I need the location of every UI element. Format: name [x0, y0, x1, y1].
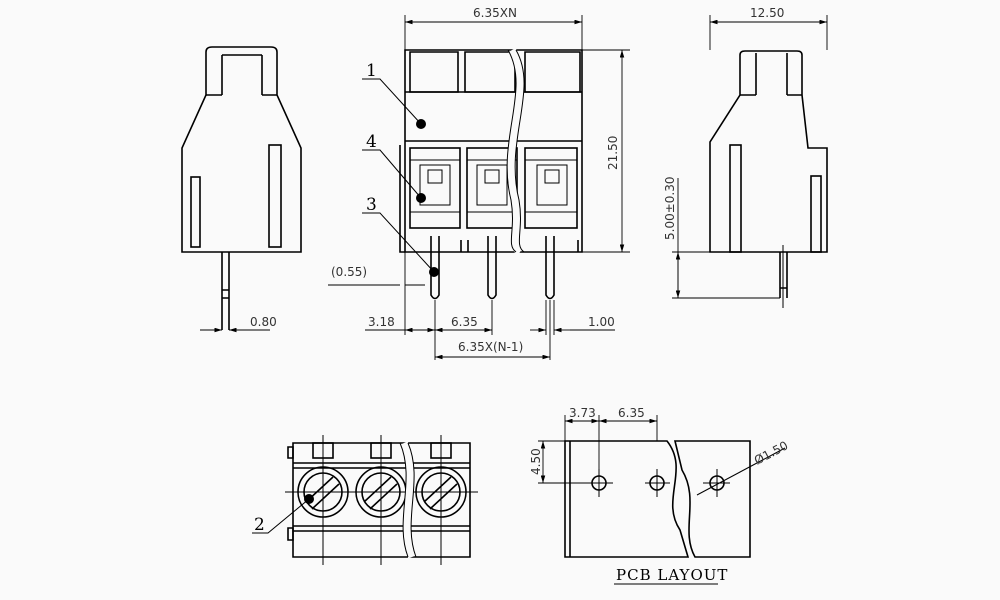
front-view: 1 4 3 6.35XN 21.50 (0.55) 3.18 6.35 1.00… [328, 6, 630, 360]
dim-depth: 12.50 [750, 6, 784, 20]
pcb-layout-title: PCB LAYOUT [616, 566, 728, 584]
dim-pcb-pitch: 6.35 [618, 406, 645, 420]
dim-pin-span: 6.35X(N-1) [458, 340, 523, 354]
dim-edge-to-pin: 3.18 [368, 315, 395, 329]
dim-width-total: 6.35XN [473, 6, 517, 20]
callout-3: 3 [366, 195, 377, 215]
dim-side-pin-width: 0.80 [250, 315, 277, 329]
terminal-windows [409, 147, 578, 229]
dim-pcb-row: 4.50 [529, 448, 543, 475]
dim-pcb-edge: 3.73 [569, 406, 596, 420]
pcb-layout-view: Ø1.50 3.73 6.35 4.50 PCB LAYOUT [529, 406, 791, 585]
callout-4: 4 [366, 132, 377, 152]
callout-2: 2 [254, 515, 265, 535]
dim-pin-length: 5.00±0.30 [663, 177, 677, 241]
dim-height: 21.50 [606, 136, 620, 170]
left-side-view: 0.80 [181, 46, 302, 333]
callout-1: 1 [366, 61, 377, 81]
right-side-view: 12.50 5.00±0.30 [663, 6, 828, 308]
dim-pin-width: 1.00 [588, 315, 615, 329]
top-view: 2 [252, 435, 478, 565]
dim-pin-offset: (0.55) [331, 265, 367, 279]
dim-hole-diameter: Ø1.50 [752, 438, 791, 467]
dim-pitch: 6.35 [451, 315, 478, 329]
